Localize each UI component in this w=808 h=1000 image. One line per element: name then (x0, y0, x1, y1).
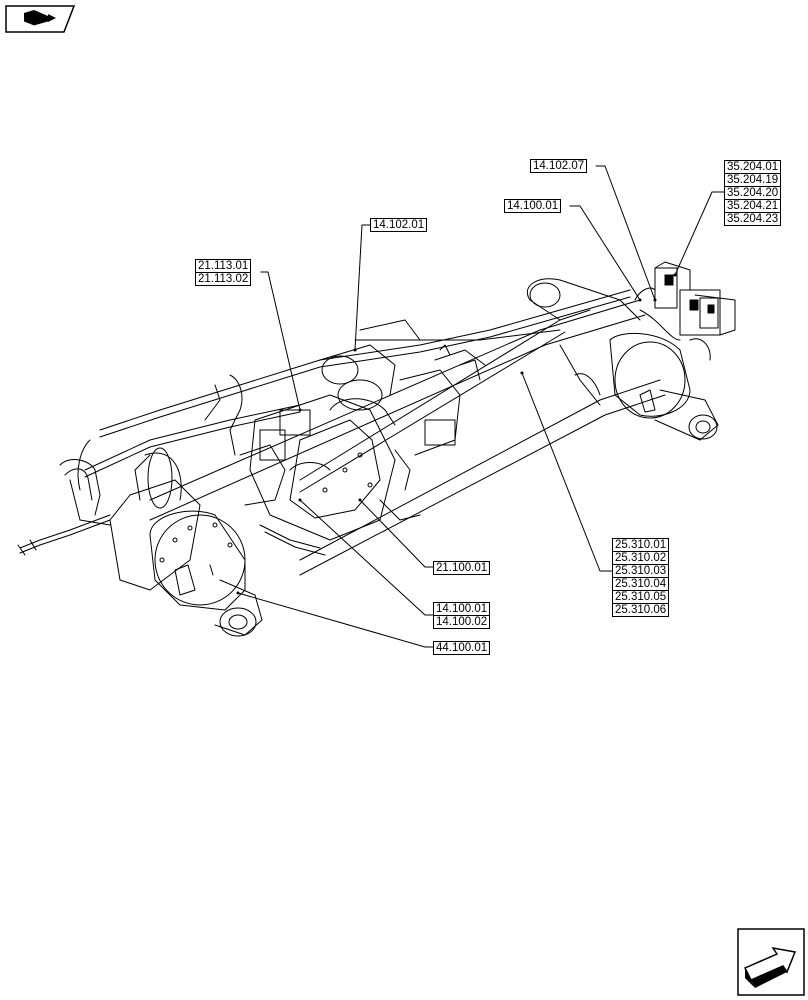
callout-35-204-23[interactable]: 35.204.23 (724, 212, 782, 226)
callout-25-310-01[interactable]: 25.310.01 (612, 538, 670, 552)
callout-group-35-204: 35.204.01 35.204.19 35.204.20 35.204.21 … (724, 160, 782, 226)
callout-14-102-07[interactable]: 14.102.07 (530, 159, 588, 173)
valve-block (634, 261, 736, 341)
callout-35-204-19[interactable]: 35.204.19 (724, 173, 782, 187)
callout-25-310-06[interactable]: 25.310.06 (612, 603, 670, 617)
callout-25-310-03[interactable]: 25.310.03 (612, 564, 670, 578)
callout-14-100-01[interactable]: 14.100.01 (433, 602, 491, 616)
callout-group-25-310: 25.310.01 25.310.02 25.310.03 25.310.04 … (612, 538, 670, 617)
callout-25-310-02[interactable]: 25.310.02 (612, 551, 670, 565)
leader-lines (237, 165, 725, 648)
callout-group-21-113: 21.113.01 21.113.02 (195, 259, 252, 286)
rear-axle-housing (527, 278, 719, 441)
callout-25-310-05[interactable]: 25.310.05 (612, 590, 670, 604)
callout-35-204-21[interactable]: 35.204.21 (724, 199, 782, 213)
callout-group-14-100: 14.100.01 14.100.02 (433, 602, 491, 629)
book-navigation-icon[interactable] (4, 4, 76, 34)
callout-21-113-01[interactable]: 21.113.01 (195, 259, 252, 273)
callout-14-100-01-top[interactable]: 14.100.01 (504, 199, 562, 213)
callout-21-100-01[interactable]: 21.100.01 (433, 561, 491, 575)
next-page-arrow-icon[interactable] (737, 928, 805, 996)
front-axle-housing (109, 447, 263, 637)
callout-35-204-20[interactable]: 35.204.20 (724, 186, 782, 200)
callout-14-100-02[interactable]: 14.100.02 (433, 615, 491, 629)
callout-35-204-01[interactable]: 35.204.01 (724, 160, 782, 174)
transmission (239, 319, 486, 541)
callout-21-113-02[interactable]: 21.113.02 (195, 272, 252, 286)
callout-44-100-01[interactable]: 44.100.01 (433, 641, 491, 655)
callout-14-102-01[interactable]: 14.102.01 (370, 218, 428, 232)
hydraulic-pipes (17, 289, 631, 556)
callout-25-310-04[interactable]: 25.310.04 (612, 577, 670, 591)
frame-rails (149, 299, 666, 576)
